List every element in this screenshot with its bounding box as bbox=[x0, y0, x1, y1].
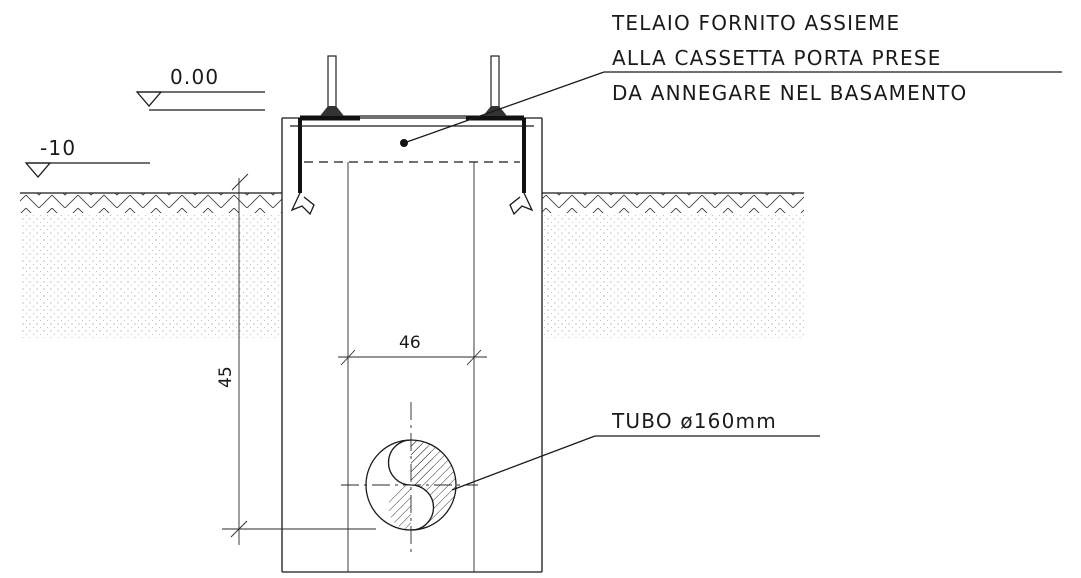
pipe-section bbox=[341, 402, 478, 552]
level-marker-top bbox=[135, 91, 265, 111]
dimension-width bbox=[338, 349, 487, 366]
level-label-ground: -10 bbox=[40, 136, 76, 160]
frame-leader bbox=[403, 71, 1062, 144]
stud-right bbox=[483, 55, 507, 116]
dimension-depth-label: 45 bbox=[216, 366, 236, 388]
level-label-top: 0.00 bbox=[170, 65, 219, 89]
soil-right bbox=[542, 192, 804, 338]
soil-left bbox=[20, 192, 282, 338]
frame-label-line2: ALLA CASSETTA PORTA PRESE bbox=[612, 46, 942, 70]
embedded-frame bbox=[290, 55, 534, 216]
pipe-label: TUBO ø160mm bbox=[611, 409, 777, 433]
dimension-depth bbox=[222, 173, 376, 545]
dimension-width-label: 46 bbox=[399, 333, 421, 353]
stud-left bbox=[320, 55, 344, 116]
frame-label-line3: DA ANNEGARE NEL BASAMENTO bbox=[612, 81, 967, 105]
pipe-leader bbox=[451, 435, 820, 491]
level-marker-ground bbox=[24, 162, 150, 178]
frame-label-line1: TELAIO FORNITO ASSIEME bbox=[611, 11, 900, 35]
